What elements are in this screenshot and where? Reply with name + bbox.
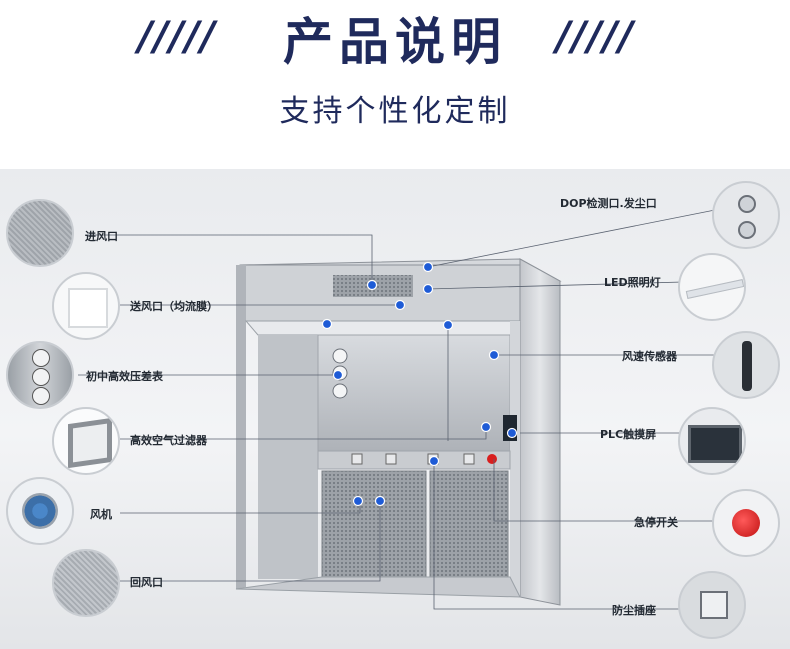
label-dop: DOP检测口.发尘口 bbox=[560, 197, 657, 210]
right-slash-decoration: ///// bbox=[556, 14, 635, 60]
label-fan: 风机 bbox=[90, 508, 112, 521]
label-return: 回风口 bbox=[130, 576, 163, 589]
gauge-icon-1 bbox=[32, 349, 50, 367]
filter-frame-icon bbox=[68, 417, 112, 469]
thumb-pressure-gauges bbox=[6, 341, 74, 409]
fan-icon bbox=[22, 493, 58, 529]
label-sensor: 风速传感器 bbox=[622, 350, 677, 363]
page-title: 产品说明 bbox=[283, 13, 507, 71]
estop-small bbox=[487, 454, 497, 464]
socket-4 bbox=[463, 453, 475, 465]
gauge-3 bbox=[332, 383, 348, 399]
label-supply: 送风口（均流膜） bbox=[130, 300, 218, 313]
cabinet-right-side bbox=[519, 258, 561, 606]
thumb-dop-port bbox=[712, 181, 780, 249]
thumb-plc-touchscreen bbox=[678, 407, 746, 475]
interior-back-wall bbox=[317, 334, 511, 452]
socket-2 bbox=[385, 453, 397, 465]
marker-dots bbox=[321, 261, 518, 507]
cabinet-diagram bbox=[78, 208, 721, 610]
label-estop: 急停开关 bbox=[634, 516, 678, 529]
socket-1 bbox=[351, 453, 363, 465]
dop-port-icon-1 bbox=[738, 195, 756, 213]
thumb-supply-diffuser bbox=[52, 272, 120, 340]
plc-screen-icon bbox=[688, 425, 742, 463]
led-tube-icon bbox=[685, 279, 744, 299]
thumb-led-light bbox=[678, 253, 746, 321]
socket-icon bbox=[700, 591, 728, 619]
page-subtitle: 支持个性化定制 bbox=[279, 94, 511, 129]
ceiling-diffuser bbox=[244, 320, 521, 336]
left-slash-decoration: ///// bbox=[138, 14, 217, 60]
label-plc: PLC触摸屏 bbox=[600, 428, 657, 441]
cabinet-floor bbox=[235, 576, 521, 598]
return-grille-right bbox=[429, 470, 509, 578]
thumb-hepa-filter bbox=[52, 407, 120, 475]
gauge-1 bbox=[332, 348, 348, 364]
diffuser-panel-icon bbox=[68, 288, 108, 328]
return-grille-left bbox=[321, 470, 427, 578]
thumb-dustproof-socket bbox=[678, 571, 746, 639]
thumb-air-sensor bbox=[712, 331, 780, 399]
interior-right-wall bbox=[510, 321, 520, 597]
cabinet-left-edge bbox=[236, 265, 246, 589]
label-socket: 防尘插座 bbox=[612, 604, 656, 617]
label-led: LED照明灯 bbox=[604, 276, 661, 289]
label-hepa: 高效空气过滤器 bbox=[130, 434, 207, 447]
thumb-inlet-mesh bbox=[6, 199, 74, 267]
interior-left-wall bbox=[258, 335, 318, 579]
estop-button-icon bbox=[732, 509, 760, 537]
label-inlet: 进风口 bbox=[85, 230, 118, 243]
label-gauge: 初中高效压差表 bbox=[86, 370, 163, 383]
thumb-return-mesh bbox=[52, 549, 120, 617]
gauge-icon-2 bbox=[32, 368, 50, 386]
thumb-fan bbox=[6, 477, 74, 545]
control-strip bbox=[317, 450, 511, 470]
thumb-emergency-stop bbox=[712, 489, 780, 557]
sensor-probe-icon bbox=[742, 341, 752, 391]
diagram-panel: 进风口 送风口（均流膜） 初中高效压差表 高效空气过滤器 风机 回风口 DOP检… bbox=[0, 169, 790, 649]
dop-port-icon-2 bbox=[738, 221, 756, 239]
gauge-icon-3 bbox=[32, 387, 50, 405]
